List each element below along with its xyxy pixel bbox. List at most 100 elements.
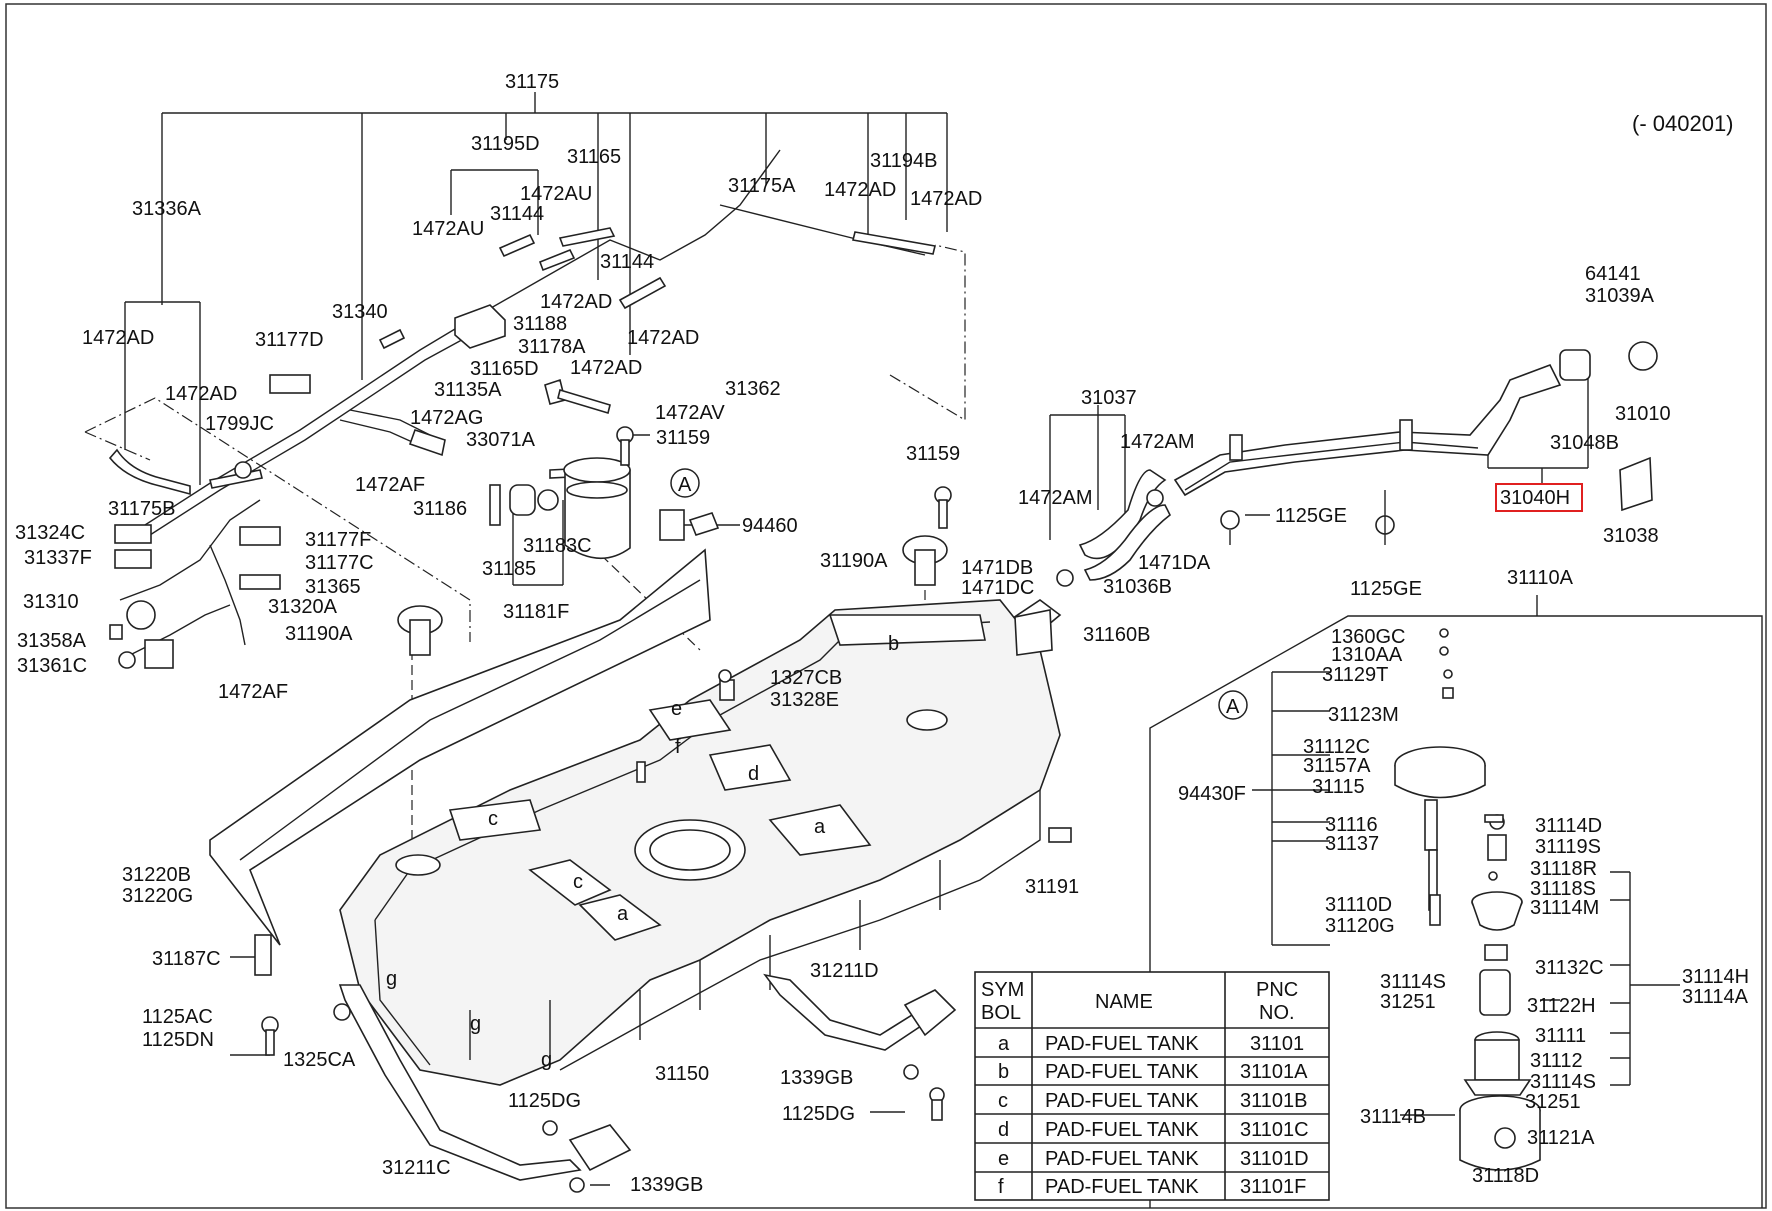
callout-label: 31135A [434,379,502,401]
pad-letter-g2: g [470,1013,481,1035]
callout-label: 31159 [656,427,710,449]
callout-label: 31039A [1585,285,1655,307]
callout-label: 94430F [1178,783,1246,805]
pad-letter-a1: a [814,816,826,838]
callout-label: 1360GC [1331,626,1406,648]
callout-label: 64141 [1585,263,1641,285]
callout-label: 31165D [470,358,539,380]
callout-label: 31114D [1535,815,1602,837]
callout-label: 1339GB [780,1067,853,1089]
callout-label: 1471DB [961,557,1033,579]
callout-label: 1472AF [218,681,288,703]
legend-row-name: PAD-FUEL TANK [1045,1148,1199,1170]
pad-letter-g3: g [541,1049,552,1071]
callout-label: 1472AD [824,179,896,201]
callout-label: 31211C [382,1157,451,1179]
callout-label: 31365 [305,576,361,598]
callout-label: 31036B [1103,576,1172,598]
callout-label: 31118D [1472,1165,1539,1187]
callout-label: 31110A [1507,567,1574,589]
tank-straps [338,973,957,1181]
callout-label: 31110D [1325,894,1392,916]
callout-label: 31220G [122,885,193,907]
callout-label: 31144 [600,251,654,273]
callout-label: 31328E [770,689,839,711]
legend-row-name: PAD-FUEL TANK [1045,1090,1199,1112]
callout-label: 1472AV [655,402,725,424]
callout-label: 31010 [1615,403,1671,425]
pad-letter-d: d [748,763,759,785]
callout-label: 1472AF [355,474,425,496]
callout-label: 1472AD [540,291,612,313]
callout-label: 31122H [1527,995,1596,1017]
callout-label: 1472AD [627,327,699,349]
callout-label: 1472AM [1018,487,1093,509]
callout-label: 31190A [820,550,888,572]
legend-row-pnc: 31101A [1240,1061,1308,1083]
callout-label: 31336A [132,198,202,220]
callout-label: 31185 [482,558,536,580]
callout-label: 31111 [1535,1025,1586,1047]
callout-label: 1472AD [165,383,237,405]
callout-label: 31211D [810,960,879,982]
callout-label: 31159 [906,443,960,465]
legend-row-symbol: c [998,1090,1008,1112]
callout-label: 31160B [1083,624,1150,646]
pad-letter-b: b [888,633,899,655]
callout-label: 31320A [268,596,338,618]
callout-label: 31165 [567,146,621,168]
callout-label: 1472AD [82,327,154,349]
legend-header-pnc: PNC [1256,979,1298,1001]
callout-label: 31137 [1325,833,1379,855]
callout-label: 31118R [1530,858,1597,880]
callout-label: 1472AM [1120,431,1195,453]
legend-table: SYM BOL NAME PNC NO. a PAD-FUEL TANK 311… [974,971,1330,1201]
legend-row-name: PAD-FUEL TANK [1045,1176,1199,1198]
legend-header-name: NAME [1095,991,1153,1013]
diagram-border [5,3,1767,1209]
fuel-pump-detail [1394,628,1541,1171]
callout-label: 31150 [655,1063,709,1085]
canister-assembly [454,304,720,560]
callout-label: 1471DA [1138,552,1211,574]
callout-label: 31144 [490,203,544,225]
callout-label: 31112C [1303,736,1370,758]
callout-label: 31310 [23,591,79,613]
legend-header-pnc: NO. [1259,1002,1295,1024]
callout-label: 94460 [742,515,798,537]
callout-label: 1125AC [142,1006,213,1028]
callout-label: 1472AU [520,183,592,205]
legend-row-symbol: d [998,1119,1009,1141]
callout-label: 31178A [518,336,586,358]
pad-letters: b e f d c a c a g g g [386,633,899,1071]
part-callouts: 31175 31195D 31165 1472AU 1472AU 31144 3… [15,71,1749,1196]
callout-label: 31195D [471,133,540,155]
callout-label: 31121A [1527,1127,1595,1149]
callout-label: 1471DC [961,577,1034,599]
callout-label: 1310AA [1331,644,1403,666]
legend-row-symbol: e [998,1148,1009,1170]
highlighted-part-label: 31040H [1500,487,1570,509]
callout-label: 31038 [1603,525,1659,547]
highlighted-part[interactable]: 31040H [1495,483,1583,512]
callout-label: 31048B [1550,432,1619,454]
fuel-tank [209,548,1061,1086]
callout-label: 31132C [1535,957,1604,979]
callout-label: 31191 [1025,876,1079,898]
callout-label: 31037 [1081,387,1137,409]
legend-row-name: PAD-FUEL TANK [1045,1119,1199,1141]
callout-label: 1472AU [412,218,484,240]
callout-label: 1472AG [410,407,483,429]
legend-row-symbol: f [998,1176,1004,1198]
callout-label: 31115 [1312,776,1365,798]
callout-label: 31188 [513,313,567,335]
legend-row-name: PAD-FUEL TANK [1045,1061,1199,1083]
highlight-box [1495,483,1583,512]
callout-label: 31114B [1360,1106,1426,1128]
callout-label: 31340 [332,301,388,323]
callout-label: 31116 [1325,814,1378,836]
callout-label: 31157A [1303,755,1371,777]
pad-letter-g1: g [386,968,397,990]
legend-row-pnc: 31101F [1240,1176,1306,1198]
